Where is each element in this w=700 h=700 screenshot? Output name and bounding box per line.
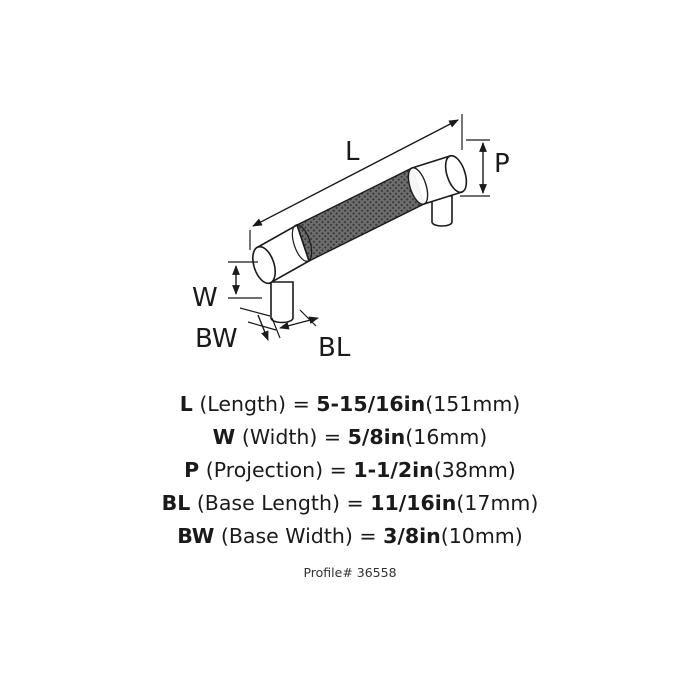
spec-imperial: 3/8in	[383, 524, 441, 548]
spec-name: (Width)	[241, 425, 318, 449]
spec-imperial: 5-15/16in	[316, 392, 426, 416]
pull-handle-diagram: L P W BW BL	[192, 114, 510, 363]
spec-imperial: 1-1/2in	[353, 458, 434, 482]
base-length-label: BL	[318, 333, 351, 363]
spec-equals: =	[346, 491, 364, 515]
spec-abbr: L	[179, 392, 193, 416]
spec-imperial: 5/8in	[347, 425, 406, 449]
spec-abbr: BL	[161, 491, 191, 515]
spec-name: (Projection)	[205, 458, 324, 482]
bar-end-face	[252, 245, 276, 285]
width-dimension: W	[192, 261, 262, 313]
length-label: L	[345, 137, 360, 167]
base-width-label: BW	[195, 324, 238, 354]
spec-equals: =	[292, 392, 310, 416]
base-width-dimension: BW	[195, 307, 277, 354]
profile-number: Profile# 36558	[303, 565, 397, 580]
spec-metric: (17mm)	[456, 491, 539, 515]
spec-metric: (38mm)	[433, 458, 516, 482]
spec-equals: =	[323, 425, 342, 449]
spec-abbr: BW	[177, 524, 215, 548]
spec-row-base-length: BL (Base Length) = 11/16in(17mm)	[0, 487, 700, 520]
spec-name: (Base Width)	[220, 524, 353, 548]
spec-name: (Base Length)	[196, 491, 340, 515]
length-dimension: L	[249, 114, 463, 250]
front-post	[270, 281, 294, 324]
spec-equals: =	[329, 458, 347, 482]
specifications-list: L (Length) = 5-15/16in(151mm) W (Width) …	[0, 388, 700, 553]
spec-row-width: W (Width) = 5/8in(16mm)	[0, 421, 700, 454]
spec-equals: =	[359, 524, 377, 548]
width-label: W	[192, 283, 218, 313]
knurled-grip	[296, 167, 425, 262]
projection-label: P	[494, 149, 510, 179]
spec-metric: (151mm)	[425, 392, 521, 416]
spec-row-projection: P (Projection) = 1-1/2in(38mm)	[0, 454, 700, 487]
projection-dimension: P	[460, 139, 510, 197]
spec-row-base-width: BW (Base Width) = 3/8in(10mm)	[0, 520, 700, 553]
spec-row-length: L (Length) = 5-15/16in(151mm)	[0, 388, 700, 421]
spec-abbr: P	[184, 458, 200, 482]
spec-name: (Length)	[199, 392, 287, 416]
spec-metric: (10mm)	[440, 524, 523, 548]
spec-metric: (16mm)	[405, 425, 488, 449]
spec-imperial: 11/16in	[370, 491, 457, 515]
spec-abbr: W	[212, 425, 236, 449]
base-length-dimension: BL	[271, 309, 351, 363]
